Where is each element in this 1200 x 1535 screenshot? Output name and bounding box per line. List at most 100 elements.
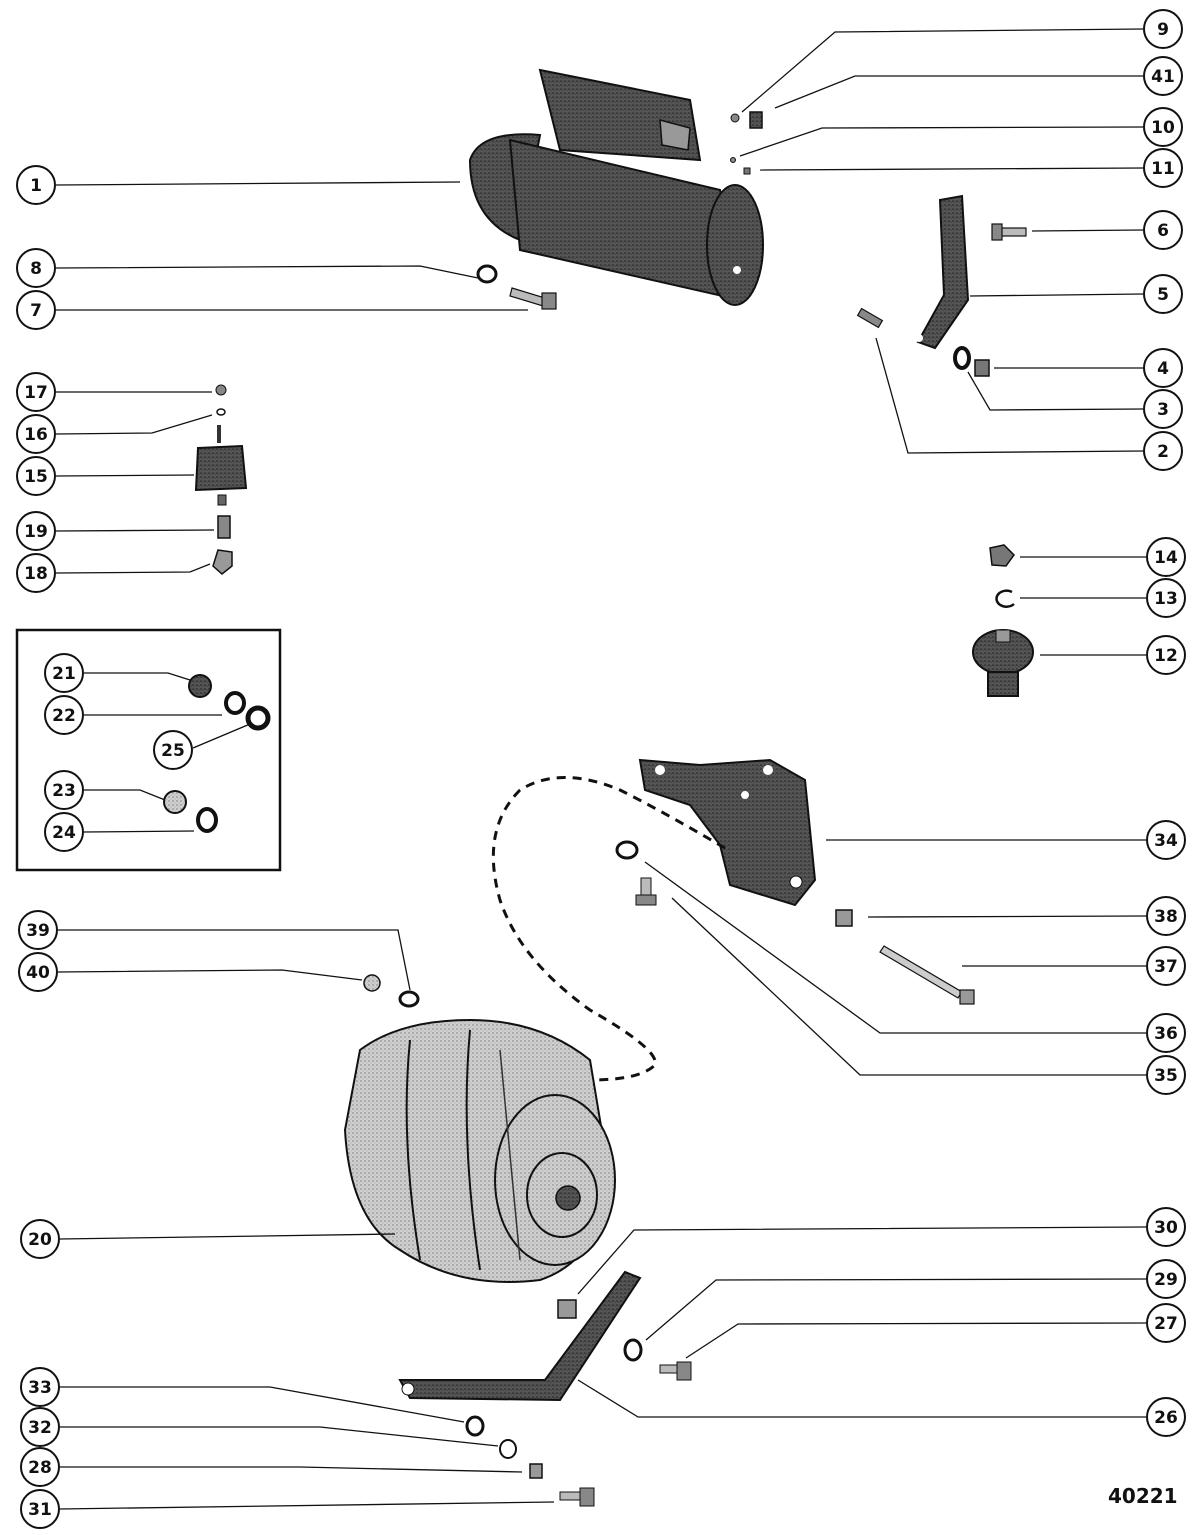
leader-line xyxy=(192,723,251,749)
leader-line xyxy=(58,929,411,991)
callout-number: 9 xyxy=(1157,20,1169,40)
inset-box xyxy=(15,628,282,872)
callout-number: 27 xyxy=(1154,1314,1178,1334)
callout-number: 23 xyxy=(52,781,76,801)
nut-4 xyxy=(974,359,990,377)
callout-39: 39 xyxy=(18,910,411,991)
callout-33: 33 xyxy=(20,1367,465,1423)
callout-number: 3 xyxy=(1157,400,1169,420)
washer-32 xyxy=(499,1439,517,1459)
washer-24 xyxy=(196,807,218,833)
callout-number: 19 xyxy=(24,522,48,542)
leader-line xyxy=(55,265,479,279)
leader-line xyxy=(60,1386,465,1423)
washer-22 xyxy=(224,691,246,715)
leader-line xyxy=(60,1426,499,1447)
callout-7: 7 xyxy=(16,290,528,330)
part-15 xyxy=(194,425,248,506)
washer-29 xyxy=(623,1338,643,1362)
callout-circle xyxy=(1143,56,1183,96)
callout-14: 14 xyxy=(1020,537,1186,577)
bolt-31 xyxy=(559,1487,595,1507)
nut-21 xyxy=(188,674,212,698)
leader-line xyxy=(739,126,1144,157)
nut-14 xyxy=(989,544,1015,567)
callout-number: 39 xyxy=(26,921,50,941)
callout-40: 40 xyxy=(18,952,363,992)
leader-line xyxy=(57,969,363,981)
callout-28: 28 xyxy=(20,1447,523,1487)
leader-line xyxy=(867,915,1147,918)
callout-12: 12 xyxy=(1040,635,1186,675)
callout-number: 36 xyxy=(1154,1024,1178,1044)
callout-6: 6 xyxy=(1031,210,1183,250)
callout-circle xyxy=(1146,635,1186,675)
callout-circle xyxy=(1143,9,1183,49)
callout-circle xyxy=(1146,1055,1186,1095)
callout-35: 35 xyxy=(671,897,1186,1095)
callout-circle xyxy=(44,695,84,735)
leader-line xyxy=(84,789,166,801)
callout-21: 21 xyxy=(44,653,191,693)
starter-motor xyxy=(468,68,764,306)
leader-line xyxy=(741,28,1144,113)
callout-number: 30 xyxy=(1154,1218,1178,1238)
callout-circle xyxy=(1146,1259,1186,1299)
washer-25 xyxy=(245,705,271,731)
callout-number: 1 xyxy=(30,176,42,196)
callout-1: 1 xyxy=(16,165,461,205)
callout-number: 14 xyxy=(1154,548,1178,568)
callout-number: 10 xyxy=(1151,118,1175,138)
callout-26: 26 xyxy=(577,1379,1186,1437)
leader-line xyxy=(55,414,213,435)
callout-19: 19 xyxy=(16,511,215,551)
callout-circle xyxy=(1146,946,1186,986)
nut-9 xyxy=(730,113,740,123)
nut-11 xyxy=(743,167,751,175)
callout-number: 41 xyxy=(1151,67,1175,87)
bolt-37 xyxy=(879,945,975,1005)
callout-number: 13 xyxy=(1154,589,1178,609)
callout-circle xyxy=(1146,1303,1186,1343)
callout-circle xyxy=(1146,537,1186,577)
callout-number: 32 xyxy=(28,1418,52,1438)
callout-circle xyxy=(1143,148,1183,188)
sender-12 xyxy=(972,629,1034,697)
callout-29: 29 xyxy=(645,1259,1186,1341)
callout-circle xyxy=(1143,348,1183,388)
callout-32: 32 xyxy=(20,1407,499,1447)
callout-layer: 1234567891011121314151617181920212223242… xyxy=(16,9,1186,1529)
bolt-35 xyxy=(635,877,657,906)
callout-circle xyxy=(16,248,56,288)
leader-line xyxy=(759,167,1144,171)
callout-number: 2 xyxy=(1157,442,1169,462)
callout-number: 25 xyxy=(161,741,185,761)
callout-13: 13 xyxy=(1020,578,1186,618)
leader-line xyxy=(1031,229,1144,232)
callout-number: 20 xyxy=(28,1230,52,1250)
callout-20: 20 xyxy=(20,1219,396,1259)
washer-10 xyxy=(730,157,736,163)
callout-27: 27 xyxy=(685,1303,1186,1359)
callout-circle xyxy=(20,1407,60,1447)
leader-line xyxy=(55,563,211,574)
washer-36 xyxy=(615,840,639,860)
callout-circle xyxy=(16,553,56,593)
elbow-18 xyxy=(212,549,233,575)
callout-number: 35 xyxy=(1154,1066,1178,1086)
callout-circle xyxy=(44,812,84,852)
callout-number: 5 xyxy=(1157,285,1169,305)
fitting-19 xyxy=(217,515,231,539)
callout-circle xyxy=(1146,578,1186,618)
leader-line xyxy=(59,1501,555,1510)
callout-11: 11 xyxy=(759,148,1183,188)
callout-circle xyxy=(1146,1013,1186,1053)
callout-circle xyxy=(18,910,58,950)
callout-22: 22 xyxy=(44,695,222,735)
callout-circle xyxy=(16,290,56,330)
dashed-link-line xyxy=(491,776,726,1082)
leader-line xyxy=(685,1322,1147,1359)
callout-circle xyxy=(1146,820,1186,860)
callout-23: 23 xyxy=(44,770,166,810)
